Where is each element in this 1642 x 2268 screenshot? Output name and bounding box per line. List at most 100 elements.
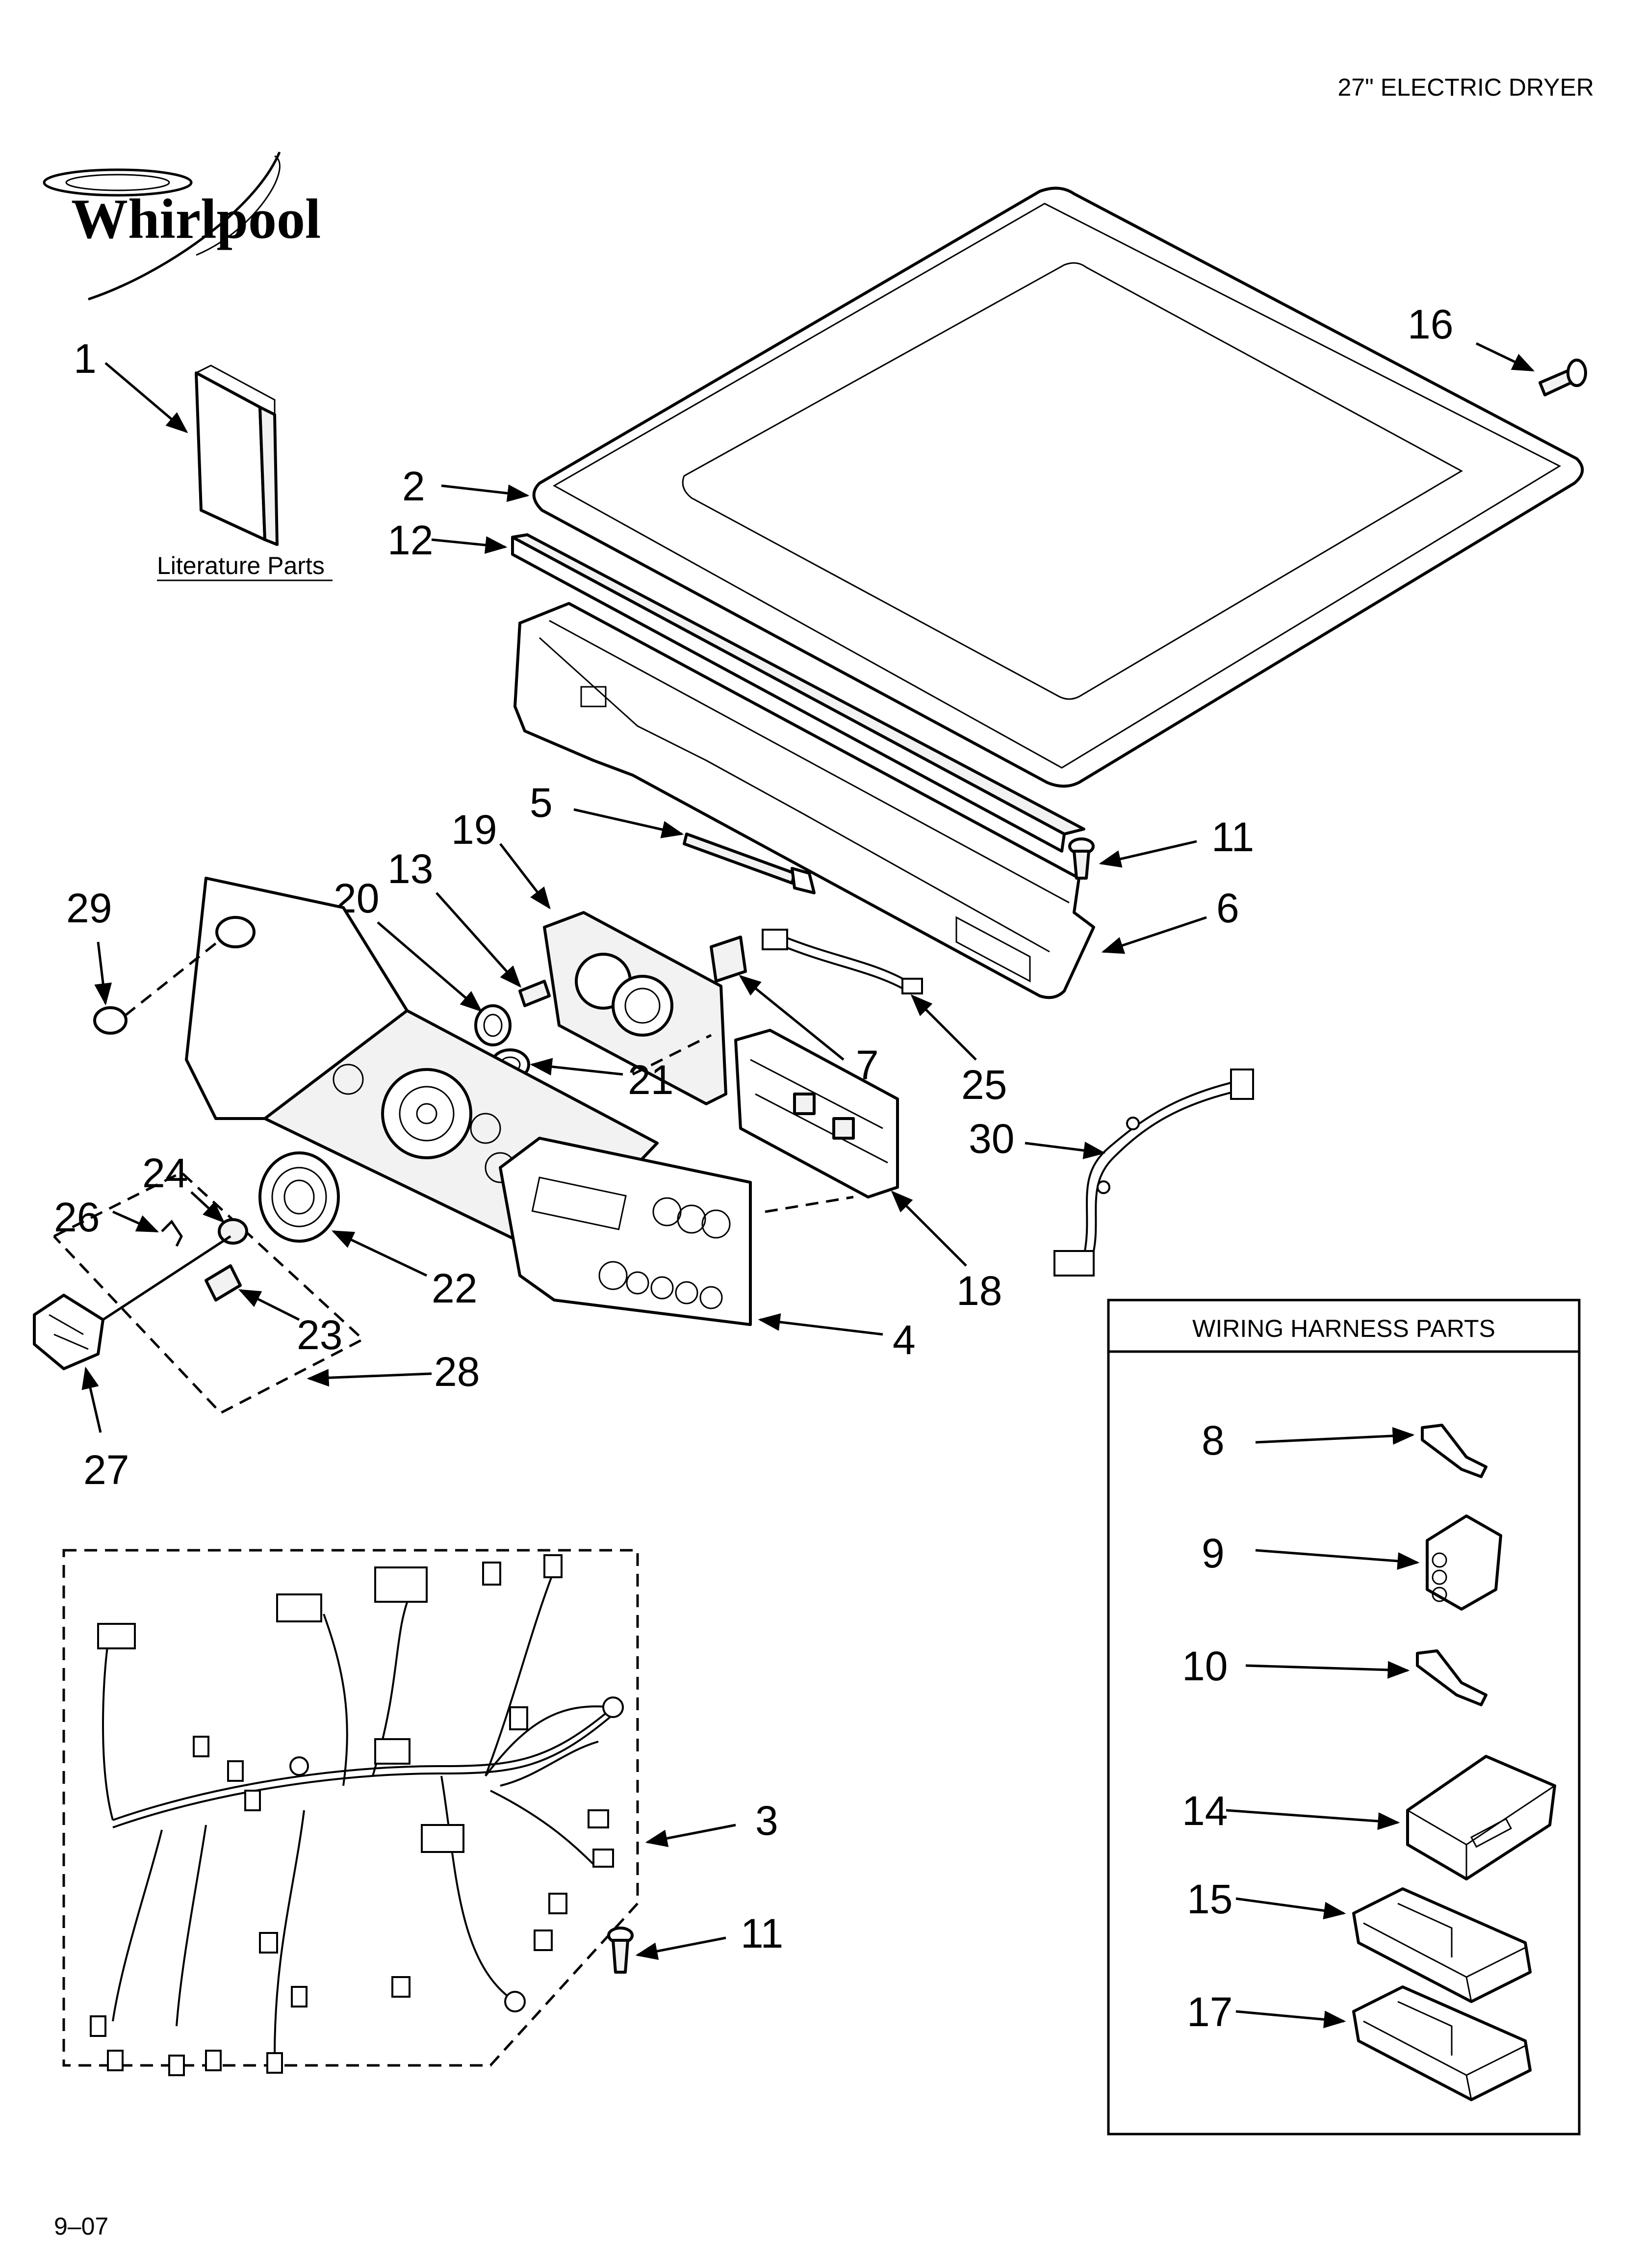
brand-wordmark: Whirlpool <box>71 188 321 251</box>
callout-12: 12 <box>387 517 433 563</box>
dash-4 <box>632 1034 712 1076</box>
callout-3: 3 <box>755 1798 778 1844</box>
connector-15 <box>1352 1887 1532 2003</box>
callout-18: 18 <box>956 1268 1002 1314</box>
leader-26 <box>112 1210 159 1233</box>
callout-26: 26 <box>54 1194 100 1240</box>
leader-17 <box>1235 2010 1346 2029</box>
literature-parts-label: Literature Parts <box>157 552 325 579</box>
badge-29 <box>93 1006 128 1035</box>
wire-25 <box>762 929 923 994</box>
knob-skirt-22 <box>258 1151 340 1243</box>
control-panel-4 <box>499 1137 752 1326</box>
callout-1: 1 <box>74 336 97 382</box>
screw-16 <box>1539 359 1587 396</box>
callout-27: 27 <box>83 1447 129 1493</box>
knob-group-box-28 <box>53 1171 365 1415</box>
leader-1 <box>104 362 188 433</box>
callout-29: 29 <box>66 885 112 931</box>
leader-21 <box>530 1058 623 1076</box>
leader-2 <box>441 484 530 502</box>
leader-18 <box>891 1190 967 1267</box>
leader-8 <box>1255 1427 1415 1445</box>
leader-15 <box>1235 1897 1346 1920</box>
callout-11-upper: 11 <box>1211 814 1254 860</box>
callout-6: 6 <box>1216 885 1239 931</box>
leader-9 <box>1255 1549 1420 1570</box>
leader-11-lower <box>635 1936 726 1960</box>
leader-20 <box>377 921 483 1012</box>
callout-28: 28 <box>434 1349 480 1395</box>
callout-25: 25 <box>961 1062 1007 1108</box>
terminal-8 <box>1421 1424 1488 1478</box>
callout-15: 15 <box>1187 1876 1232 1922</box>
callout-8: 8 <box>1202 1417 1225 1463</box>
leader-16 <box>1475 342 1535 372</box>
leader-6 <box>1101 916 1207 954</box>
leader-24 <box>190 1191 225 1224</box>
wiring-harness-parts-box <box>1107 1299 1581 2136</box>
top-panel <box>532 186 1584 788</box>
dash-18 <box>765 1196 854 1213</box>
callout-19: 19 <box>451 807 497 853</box>
spring-26 <box>161 1220 183 1247</box>
callout-11-lower: 11 <box>741 1910 783 1956</box>
strip-12 <box>511 533 1085 853</box>
connector-17 <box>1352 1985 1532 2101</box>
part-23 <box>205 1264 242 1302</box>
callout-17: 17 <box>1187 1989 1232 2035</box>
leader-10 <box>1245 1661 1410 1679</box>
main-harness-box <box>62 1549 639 2067</box>
callout-21: 21 <box>628 1057 673 1103</box>
console-bracket <box>513 602 1095 999</box>
leader-3 <box>645 1824 736 1847</box>
leader-30 <box>1025 1142 1106 1159</box>
callout-5: 5 <box>530 780 553 826</box>
leader-28 <box>307 1369 432 1387</box>
connector-14 <box>1406 1755 1556 1880</box>
callout-13: 13 <box>387 846 433 892</box>
control-board-19 <box>543 911 727 1105</box>
leader-29 <box>94 941 112 1006</box>
wire-harness-30 <box>1053 1069 1254 1277</box>
leader-23 <box>238 1289 300 1321</box>
whirlpool-logo: Whirlpool <box>43 152 321 301</box>
leader-27 <box>81 1366 102 1433</box>
callout-4: 4 <box>893 1317 916 1363</box>
callout-10: 10 <box>1182 1643 1228 1689</box>
screw-11-lower <box>607 1927 634 1974</box>
leader-25 <box>910 994 977 1061</box>
cable-tie-5 <box>683 833 816 894</box>
clip-13 <box>518 980 551 1007</box>
callout-23: 23 <box>297 1312 342 1358</box>
leader-14 <box>1226 1809 1400 1830</box>
callout-30: 30 <box>969 1116 1014 1162</box>
terminal-10 <box>1416 1649 1488 1706</box>
leader-5 <box>573 808 684 838</box>
leader-22 <box>331 1230 428 1277</box>
leader-19 <box>499 843 551 910</box>
connector-9 <box>1426 1514 1502 1611</box>
leader-4 <box>758 1313 883 1336</box>
part-24 <box>218 1218 248 1245</box>
wiring-box-title: WIRING HARNESS PARTS <box>1192 1315 1495 1342</box>
knob-27 <box>33 1235 231 1370</box>
leader-11-upper <box>1099 840 1197 868</box>
leader-12 <box>431 536 508 554</box>
bracket-7 <box>710 936 747 983</box>
callout-24: 24 <box>142 1150 188 1196</box>
revision-code: 9–07 <box>54 2213 108 2240</box>
gear-20 <box>474 1004 512 1046</box>
literature-booklet <box>195 365 279 546</box>
leader-7 <box>739 975 845 1061</box>
main-wiring-harness <box>90 1554 624 2076</box>
callout-22: 22 <box>432 1265 477 1311</box>
callout-14: 14 <box>1182 1788 1228 1834</box>
page-title: 27" ELECTRIC DRYER <box>1337 74 1594 101</box>
callout-2: 2 <box>402 463 425 509</box>
callout-16: 16 <box>1408 301 1453 347</box>
screw-11-upper <box>1068 837 1095 880</box>
leader-13 <box>436 892 522 988</box>
callout-9: 9 <box>1202 1530 1225 1576</box>
